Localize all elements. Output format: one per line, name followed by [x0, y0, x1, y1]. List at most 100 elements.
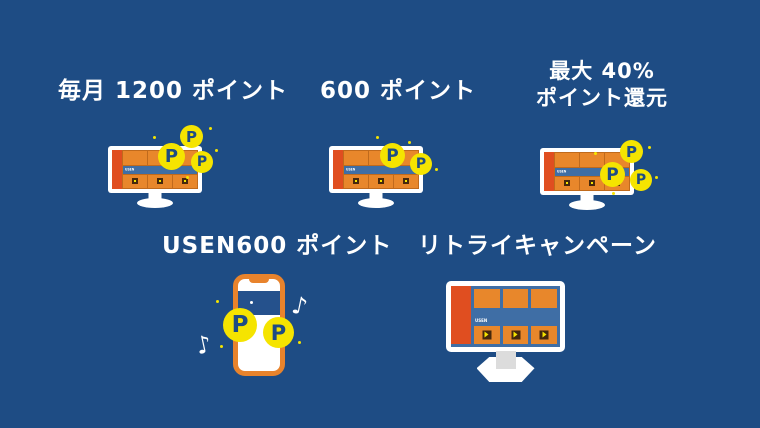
screen-tile: [531, 289, 558, 308]
screen-sidebar: [333, 150, 343, 189]
sparkle: [376, 136, 379, 139]
play-icon: [484, 331, 489, 338]
monitor-illustration-welcome: USEN: [329, 146, 423, 208]
screen-sidebar: [451, 286, 471, 344]
large-monitor-illustration: USEN: [446, 281, 565, 382]
screen-tile-row: [123, 174, 197, 188]
monitor-stand-base: [358, 198, 394, 208]
screen-main: USEN: [471, 286, 560, 347]
usen-logo-text: USEN: [346, 167, 356, 172]
screen-tile: [474, 289, 500, 308]
usen-logo-text: USEN: [475, 318, 488, 323]
monitor-illustration-cashback: USEN: [540, 148, 634, 210]
screen-sidebar: [112, 150, 122, 189]
monitor-stand-neck: [580, 194, 594, 202]
sparkle: [216, 300, 219, 303]
sparkle: [408, 141, 411, 144]
label-cashback-line2: ポイント還元: [536, 86, 668, 110]
sparkle: [648, 146, 651, 149]
screen-tile: [502, 289, 529, 308]
screen-sidebar: [544, 152, 554, 191]
screen-logo-strip: USEN: [344, 165, 418, 174]
sparkle: [266, 352, 269, 355]
usen-logo-text: USEN: [125, 167, 135, 172]
usen-logo-text: USEN: [557, 169, 567, 174]
monitor-stand-neck: [369, 192, 383, 200]
screen-logo-strip: USEN: [474, 311, 557, 323]
screen-tile: [531, 325, 558, 344]
phone-notch: [249, 278, 269, 283]
music-note-icon: ♪: [193, 329, 215, 361]
thumbnail-dot: [355, 180, 357, 183]
sparkle: [594, 152, 597, 155]
label-monthly-points: 毎月 1200 ポイント: [58, 78, 289, 104]
screen-tile: [148, 174, 172, 188]
thumbnail-square: [589, 180, 595, 187]
label-cashback-line1: 最大 40%: [549, 59, 655, 83]
point-coin: P: [410, 153, 432, 175]
screen-tile: [555, 176, 579, 190]
sparkle: [220, 345, 223, 348]
play-button: [482, 330, 492, 340]
point-coin: P: [180, 125, 203, 148]
screen-tile-row: [344, 174, 418, 188]
point-coin: P: [223, 308, 257, 342]
play-icon: [542, 331, 547, 338]
monitor-screen: USEN: [112, 150, 198, 189]
monitor-screen: USEN: [451, 286, 560, 347]
label-cashback: 最大 40% ポイント還元: [522, 58, 682, 112]
music-note-icon: ♪: [289, 290, 311, 322]
point-coin: P: [158, 143, 185, 170]
monitor-illustration-monthly: USEN: [108, 146, 202, 208]
screen-tile-row: [474, 325, 558, 344]
play-button: [539, 330, 549, 340]
screen-tile: [580, 153, 604, 167]
sparkle: [186, 176, 189, 179]
monitor-stand-base: [569, 200, 605, 210]
monitor-screen: USEN: [333, 150, 419, 189]
label-retry-campaign: リトライキャンペーン: [418, 233, 657, 259]
monitor-stand-neck: [495, 351, 516, 369]
sparkle: [655, 176, 658, 179]
label-welcome-points: 600 ポイント: [320, 78, 477, 104]
thumbnail-square: [157, 178, 163, 185]
monitor-stand-base: [137, 198, 173, 208]
screen-tile: [502, 325, 529, 344]
point-coin: P: [263, 317, 294, 348]
thumbnail-square: [564, 180, 570, 187]
screen-tile: [344, 174, 368, 188]
thumbnail-dot: [380, 180, 382, 183]
screen-tile: [580, 176, 604, 190]
thumbnail-dot: [591, 182, 593, 185]
screen-tile: [344, 151, 368, 165]
screen-tile: [369, 174, 393, 188]
point-coin: P: [191, 151, 213, 173]
point-coin: P: [600, 162, 625, 187]
thumbnail-dot: [184, 180, 186, 183]
thumbnail-square: [353, 178, 359, 185]
screen-tile: [123, 174, 147, 188]
screen-tile: [555, 153, 579, 167]
play-icon: [513, 331, 518, 338]
thumbnail-square: [403, 178, 409, 185]
thumbnail-dot: [134, 180, 136, 183]
sparkle: [209, 127, 212, 130]
thumbnail-square: [132, 178, 138, 185]
sparkle: [153, 136, 156, 139]
monitor-stand-neck: [148, 192, 162, 200]
screen-tile: [123, 151, 147, 165]
screen-tile: [394, 174, 418, 188]
thumbnail-dot: [405, 180, 407, 183]
sparkle: [298, 341, 301, 344]
screen-tile-row: [474, 289, 558, 308]
monitor-screen: USEN: [544, 152, 630, 191]
label-usen-mobile-points: USEN600 ポイント: [162, 233, 393, 259]
thumbnail-square: [182, 178, 188, 185]
point-coin: P: [630, 169, 652, 191]
play-button: [511, 330, 520, 340]
point-coin: P: [620, 140, 643, 163]
thumbnail-dot: [566, 182, 568, 185]
thumbnail-dot: [159, 180, 161, 183]
sparkle: [215, 149, 218, 152]
